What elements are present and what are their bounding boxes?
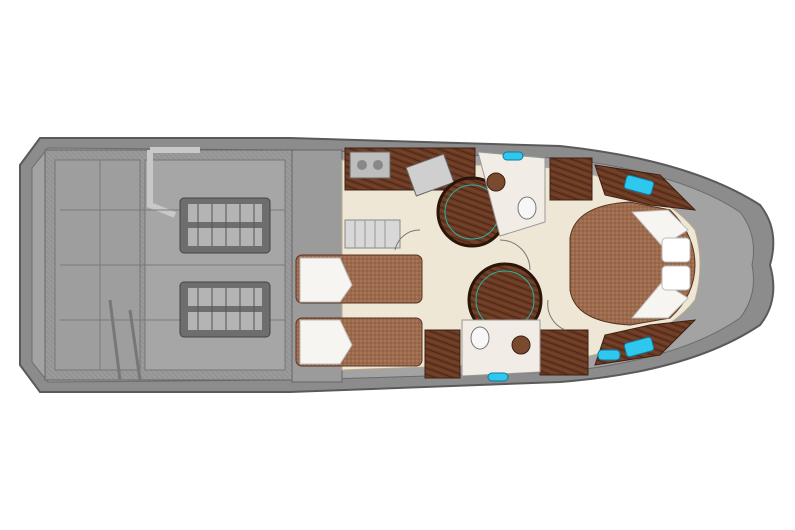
wardrobe-fwd-port	[539, 329, 589, 376]
porthole-port-aft	[597, 349, 621, 361]
head-starboard	[436, 151, 546, 248]
head-port	[461, 262, 543, 377]
door-swing-arc	[499, 239, 531, 271]
forward-master-berth	[569, 201, 696, 326]
door-swing-arc	[547, 299, 566, 331]
aft-cabin-berth-port	[295, 317, 423, 367]
hull-window-fwd-port	[623, 336, 655, 358]
door-swing-arc	[394, 229, 421, 251]
wardrobe-fwd-starboard	[549, 157, 593, 201]
engine-port	[179, 281, 271, 338]
companionway-stairs	[344, 219, 401, 249]
wardrobe-aft-port	[424, 329, 461, 379]
hull-window-fwd-starboard	[623, 174, 655, 196]
galley-counter	[344, 147, 476, 197]
engine-starboard	[179, 197, 271, 254]
engine-room	[44, 147, 293, 381]
porthole-starboard	[502, 151, 524, 161]
porthole-port	[487, 372, 509, 382]
aft-cabin-berth-starboard	[295, 254, 423, 304]
